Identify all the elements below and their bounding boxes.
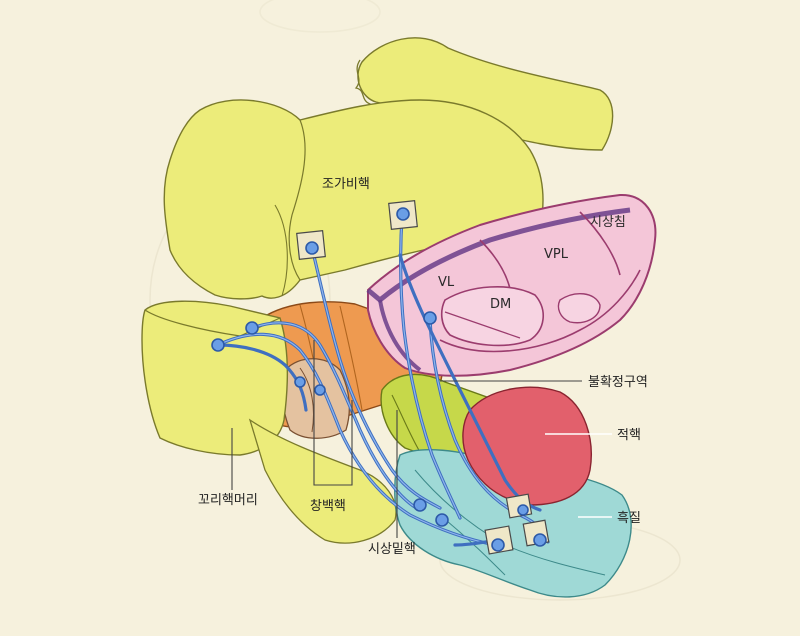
label-subthalamic: 시상밑핵 [368,542,416,557]
neuron-node [314,384,326,396]
neuron-node [294,376,306,388]
label-substantia-nigra: 흑질 [617,511,641,526]
neuron-node [533,533,547,547]
label-dm: DM [490,297,511,312]
neuron-node [211,338,225,352]
neuron-node [491,538,505,552]
red-nucleus-shape [462,386,592,506]
label-thalamus: 시상침 [590,215,626,230]
thalamus-rim [366,207,631,304]
labels: 조가비핵 시상침 VL VPL DM 불확정구역 적핵 흑질 꼬리핵머리 창백핵… [198,177,648,557]
caudate-body-inner-fold [288,119,306,281]
caudate-body-fold-2 [274,204,288,297]
fiber-path [400,215,461,519]
caudate-head-top-face [144,309,281,337]
neuron-nodes [211,207,547,552]
fiber-path [216,343,308,412]
subthalamic-inner-curve [391,394,421,453]
label-caudate-head: 꼬리핵머리 [198,493,258,508]
label-red-nucleus: 적핵 [617,428,641,443]
fiber-path [398,253,542,512]
dm-inner-line [444,311,521,339]
globus-pallidus-inner [299,367,314,433]
leader-lines [231,340,612,538]
label-vpl: VPL [544,247,569,262]
fiber-path [251,322,421,511]
neuron-node [517,504,529,516]
fiber-path [311,247,441,509]
label-globus-pallidus: 창백핵 [310,499,346,514]
fiber-path [217,333,496,546]
label-caudate-body: 조가비핵 [322,177,370,192]
thalamus-divider-2 [579,211,621,276]
neuron-node [423,311,437,325]
thalamus-small-lobe [557,293,601,324]
caudate-head-shape [141,300,288,456]
dm-lobe-shape [440,286,544,347]
neuron-node [305,241,319,255]
label-vl: VL [438,275,455,290]
neuron-node [435,513,449,527]
substantia-nigra-inner-2 [439,514,506,576]
leader-globus-pallidus [313,340,353,486]
neuron-node [245,321,259,335]
thalamus-front-face [378,299,422,372]
label-zona-incerta: 불확정구역 [588,375,648,390]
thalamus-group [366,193,657,377]
thalamus-lower-ridge [439,269,641,353]
neuron-node [413,498,427,512]
thalamus-outer-shape [367,193,657,377]
caudate-body-shape [163,99,544,300]
neuron-node [396,207,410,221]
